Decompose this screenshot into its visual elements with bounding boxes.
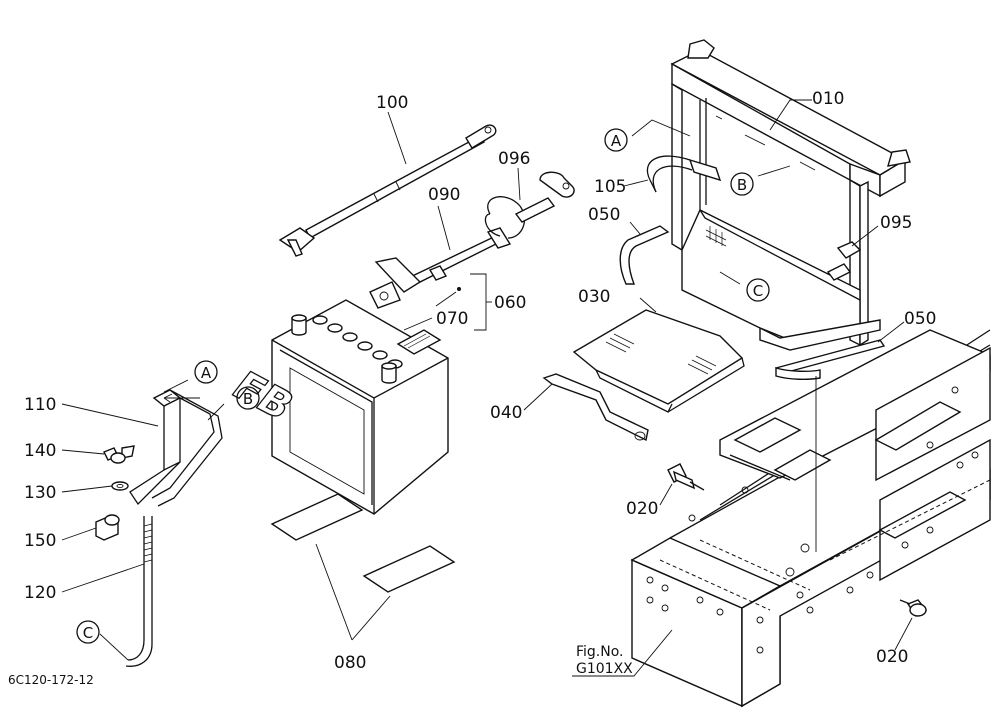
part-label-110: 110 — [24, 395, 56, 415]
cable-100 — [278, 124, 497, 257]
part-label-060: 060 — [494, 293, 526, 313]
part-label-096: 096 — [498, 149, 530, 169]
drawing-code: 6C120-172-12 — [8, 673, 94, 687]
tractor-frame — [630, 329, 991, 708]
pads-080 — [270, 493, 456, 593]
ref-letter-a-lower: A — [201, 364, 212, 382]
part-label-120: 120 — [24, 583, 56, 603]
battery-tray-030 — [572, 309, 745, 413]
part-label-150: 150 — [24, 531, 56, 551]
part-label-040: 040 — [490, 403, 522, 423]
rubber-050-lower — [774, 339, 886, 381]
part-label-130: 130 — [24, 483, 56, 503]
bolt-020-right — [899, 599, 928, 617]
battery-frame-bracket — [670, 39, 911, 351]
ref-letter-c-upper: C — [753, 282, 763, 300]
ref-letter-c-lower: C — [83, 624, 93, 642]
battery: FB — [222, 299, 449, 515]
part-label-090: 090 — [428, 185, 460, 205]
rubber-050-upper — [619, 225, 670, 285]
part-label-020-right: 020 — [876, 647, 908, 667]
part-label-020-left: 020 — [626, 499, 658, 519]
fig-no-label: Fig.No. — [576, 644, 624, 660]
part-label-140: 140 — [24, 441, 56, 461]
fig-no-value: G101XX — [576, 661, 633, 677]
rod-assembly — [95, 389, 223, 667]
part-label-100: 100 — [376, 93, 408, 113]
part-label-030: 030 — [578, 287, 610, 307]
ref-letter-a-upper: A — [611, 132, 622, 150]
part-label-050-upper: 050 — [588, 205, 620, 225]
part-label-010: 010 — [812, 89, 844, 109]
ref-letter-b-upper: B — [737, 176, 747, 194]
part-label-070: 070 — [436, 309, 468, 329]
strap-105 — [646, 155, 722, 193]
ref-letter-b-lower: B — [243, 390, 253, 408]
cable-090 — [369, 227, 512, 309]
clamp-096 — [484, 171, 575, 239]
reference-circles — [76, 128, 770, 644]
plate-040 — [542, 373, 649, 442]
leader-lines — [61, 99, 913, 677]
part-label-050-lower: 050 — [904, 309, 936, 329]
part-label-080: 080 — [334, 653, 366, 673]
bolt-020-left — [667, 463, 705, 491]
part-label-095: 095 — [880, 213, 912, 233]
part-label-105: 105 — [594, 177, 626, 197]
